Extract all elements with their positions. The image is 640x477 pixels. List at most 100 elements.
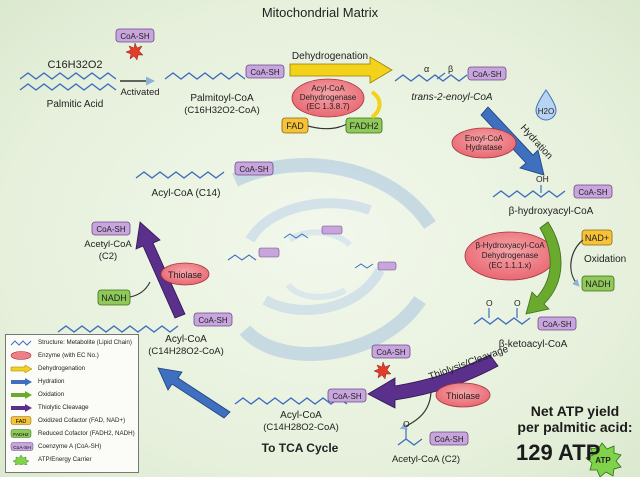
coash-thiolysis-label: CoA-SH xyxy=(376,348,406,357)
fad-reduction-arrow xyxy=(370,90,382,119)
activated-label: Activated xyxy=(120,87,159,98)
coash-badge-keto xyxy=(537,316,577,331)
hydroxy-dh-line1: β-Hydroxyacyl-CoA xyxy=(475,241,545,250)
coash-acyl-bottom-label: CoA-SH xyxy=(332,392,362,401)
keto-o-2: O xyxy=(514,298,521,308)
legend-label-oxidation: Oxidation xyxy=(38,391,65,398)
hydroxy-name: β-hydroxyacyl-CoA xyxy=(509,206,594,217)
fadh2-label: FADH2 xyxy=(349,121,378,131)
nad-label: NAD+ xyxy=(585,233,609,243)
coash-enoyl-label: CoA-SH xyxy=(472,70,502,79)
hydroxy-dh-line2: Dehydrogenase xyxy=(482,251,539,260)
acyl-left-chain xyxy=(57,325,179,333)
nadh-left-label: NADH xyxy=(101,293,127,303)
fad-label: FAD xyxy=(286,121,304,131)
acyl-left-name: Acyl-CoA xyxy=(165,334,207,345)
tca-label: To TCA Cycle xyxy=(262,441,339,455)
background-cycle-arrows xyxy=(232,158,436,361)
net-atp-value: 129 ATP xyxy=(516,440,601,465)
enoyl-chain xyxy=(394,74,468,82)
acyl-top-chain xyxy=(135,171,225,179)
coash-badge-hydroxy xyxy=(573,184,613,199)
legend-green-arrow-icon xyxy=(11,391,32,399)
dehydrogenation-arrow xyxy=(289,56,393,84)
legend-atp-icon xyxy=(12,455,30,465)
legend-label-thiolytic: Thiolytic Cleavage xyxy=(38,404,89,411)
keto-chain xyxy=(473,317,531,325)
palmitic-chain-bottom xyxy=(19,83,117,91)
thiolase-left-label: Thiolase xyxy=(168,270,202,280)
acetyl-bottom-chain xyxy=(397,438,423,446)
palmitic-chain-top xyxy=(19,72,117,80)
nadh-left-arrow xyxy=(129,281,151,298)
oxidation-arrow xyxy=(525,221,562,315)
palmitic-name: Palmitic Acid xyxy=(47,99,104,110)
hydroxy-chain xyxy=(492,190,566,198)
nad-arrow xyxy=(570,239,584,287)
acyl-dh-line2: Dehydrogenase xyxy=(300,93,357,102)
palmitoyl-name: Palmitoyl-CoA xyxy=(190,93,254,104)
coash-badge-palmitoyl xyxy=(245,64,285,79)
fad-arrow xyxy=(307,118,354,130)
h2o-label: H2O xyxy=(538,107,554,116)
legend-coash-icon: CoA-SH xyxy=(10,442,34,451)
enoyl-name: trans-2-enoyl-CoA xyxy=(411,92,492,103)
enoyl-double-bond xyxy=(436,72,446,80)
water-drop-icon xyxy=(535,89,557,121)
net-atp-line2: per palmitic acid: xyxy=(517,419,633,435)
legend: Structure: Metabolite (Lipid Chain) Enzy… xyxy=(5,334,139,473)
acetyl-release-arrow xyxy=(399,391,432,430)
fad-badge xyxy=(281,117,309,134)
coash-badge-acyl-left xyxy=(193,312,233,327)
enoyl-coa-hydratase-enzyme xyxy=(451,127,517,159)
acetyl-bottom-name: Acetyl-CoA (C2) xyxy=(392,454,460,465)
atp-burst-icon xyxy=(585,442,622,477)
coash-badge-activation xyxy=(115,28,155,43)
acyl-dh-line1: Acyl-CoA xyxy=(311,84,345,93)
legend-chain-icon xyxy=(10,340,32,346)
legend-label-structure: Structure: Metabolite (Lipid Chain) xyxy=(38,339,132,346)
coash-acyl-left-label: CoA-SH xyxy=(198,316,228,325)
dehydrogenation-label: Dehydrogenation xyxy=(292,51,368,62)
thiolase-left-enzyme xyxy=(160,262,210,286)
inner-chain-top xyxy=(283,233,309,239)
inner-coash-top xyxy=(321,225,343,235)
fadh2-badge xyxy=(345,117,383,134)
nadh-right-badge xyxy=(581,275,615,292)
acyl-bottom-name: Acyl-CoA xyxy=(280,410,322,421)
inner-coash-left xyxy=(258,247,280,258)
legend-enzyme-icon xyxy=(10,351,32,360)
coash-badge-acyl-top xyxy=(234,161,274,176)
acyl-bottom-chain xyxy=(234,397,348,405)
hydratase-line1: Enoyl-CoA xyxy=(465,134,504,143)
legend-reduced-tag: FADH2 xyxy=(13,432,29,438)
legend-label-hydration: Hydration xyxy=(38,378,65,385)
legend-label-oxidized: Oxidized Cofactor (FAD, NAD+) xyxy=(38,417,126,424)
legend-label-enzyme: Enzyme (with EC No.) xyxy=(38,352,99,359)
inner-chain-right xyxy=(354,263,374,269)
coash-palmitoyl-label: CoA-SH xyxy=(250,68,280,77)
net-atp-line1: Net ATP yield xyxy=(530,403,620,419)
inner-chain-left xyxy=(227,254,257,261)
thiolase-right-label: Thiolase xyxy=(446,391,480,401)
legend-yellow-arrow-icon xyxy=(10,365,33,373)
palmitoyl-chain xyxy=(164,72,246,80)
coash-acetyl-bottom-label: CoA-SH xyxy=(434,435,464,444)
coash-activation-label: CoA-SH xyxy=(120,32,150,41)
coash-hydroxy-label: CoA-SH xyxy=(578,188,608,197)
ketoacyl-name: β-ketoacyl-CoA xyxy=(499,339,568,350)
inner-coash-right xyxy=(377,261,397,271)
nadh-left-badge xyxy=(97,289,131,306)
acetyl-o: O xyxy=(403,419,410,429)
nadh-right-label: NADH xyxy=(585,279,611,289)
legend-purple-arrow-icon xyxy=(11,404,32,412)
hydratase-line2: Hydratase xyxy=(466,143,503,152)
legend-label-coenzyme: Coenzyme A (CoA-SH) xyxy=(38,443,102,450)
legend-reduced-icon: FADH2 xyxy=(10,429,32,438)
coash-acyl-top-label: CoA-SH xyxy=(239,165,269,174)
coash-badge-acetyl-left xyxy=(91,221,131,236)
coash-badge-acyl-bottom xyxy=(327,388,367,403)
acyl-top-name: Acyl-CoA (C14) xyxy=(152,188,221,199)
hydroxy-oh: OH xyxy=(536,174,549,184)
keto-carbonyl-bonds xyxy=(488,308,518,318)
